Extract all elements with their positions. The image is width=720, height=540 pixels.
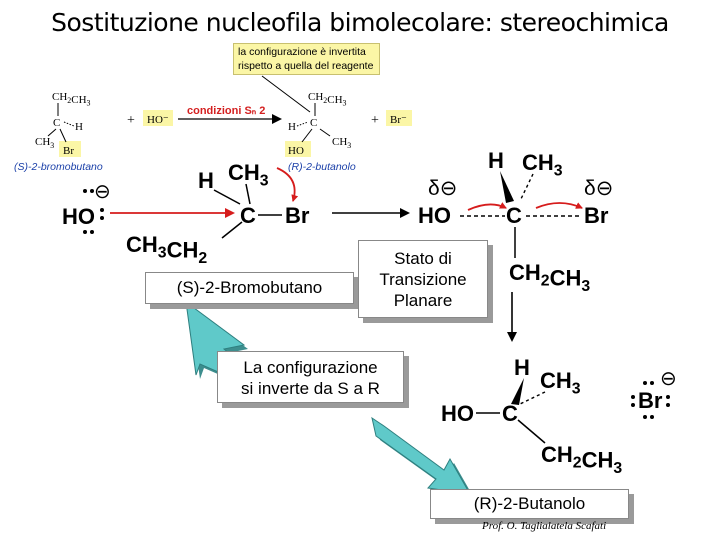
product-molecule: H CH3 HO C CH2CH3 Br ⊖ (441, 355, 677, 477)
reactant-ch3: CH3 (228, 160, 269, 190)
product-ch2ch3: CH2CH3 (541, 442, 622, 477)
page-title: Sostituzione nucleofila bimolecolare: st… (51, 8, 669, 37)
inversion-note: la configurazione è invertita rispetto a… (233, 43, 380, 75)
inversion-line-1: La configurazione (243, 358, 378, 377)
inversion-line-2: si inverte da S a R (241, 379, 380, 398)
transition-state-box: Stato di Transizione Planare (358, 240, 488, 318)
reactant-br: Br (285, 203, 310, 228)
inset-conditions: condizioni Sₙ 2 (187, 105, 265, 117)
inset-reactant-br: Br (63, 145, 74, 157)
inset-product-ch2ch3: CH2CH3 (308, 91, 347, 108)
inset-product-label: (R)-2-butanolo (288, 161, 356, 173)
product-h: H (514, 355, 530, 380)
ts-label-line-1: Stato di (394, 249, 452, 268)
inset-product-ch3: CH3 (332, 136, 351, 150)
product-c: C (502, 401, 518, 426)
reactant-c: C (240, 203, 256, 228)
inset-reactant-ch3: CH3 (35, 136, 54, 150)
inset-scheme: CH2CH3 C H CH3 Br (S)-2-bromobutano + HO… (14, 75, 412, 173)
product-ho: HO (441, 401, 474, 426)
note-line-1: la configurazione è invertita (238, 46, 366, 58)
inset-plus-1: + (127, 113, 135, 128)
note-line-2: rispetto a quella del reagente (238, 60, 374, 72)
reactant-ch3ch2: CH3CH2 (126, 232, 207, 267)
product-ch3: CH3 (540, 368, 581, 398)
ts-ch3: CH3 (522, 150, 563, 180)
inset-product-h: H (288, 121, 296, 133)
inset-leaving-group: Br⁻ (390, 114, 407, 126)
inset-product-ho: HO (288, 145, 304, 157)
reactant-h: H (198, 168, 214, 193)
product-name-box: (R)-2-Butanolo (430, 489, 629, 519)
ts-label-line-2: Transizione (379, 270, 467, 289)
ts-ho: HO (418, 203, 451, 228)
ts-ch2ch3: CH2CH3 (509, 260, 590, 295)
reactant-negative-charge-icon: ⊖ (94, 181, 111, 203)
inset-nucleophile: HO⁻ (147, 114, 169, 126)
ts-label-line-3: Planare (393, 291, 453, 310)
ts-delta-minus-left: δ⊖ (428, 177, 457, 200)
ts-delta-minus-right: δ⊖ (584, 177, 613, 200)
inset-reactant-ch2ch3: CH2CH3 (52, 91, 91, 108)
ts-c: C (506, 203, 522, 228)
inset-reactant-h: H (75, 121, 83, 133)
author-credit: Prof. O. Taglialatela Scafati (482, 520, 607, 532)
ts-h: H (488, 148, 504, 173)
reactant-name-box: (S)-2-Bromobutano (145, 272, 354, 304)
inset-plus-2: + (371, 113, 379, 128)
reactant-name-label: (S)-2-Bromobutano (176, 278, 323, 297)
inset-product-c: C (310, 117, 317, 129)
product-name-label: (R)-2-Butanolo (473, 494, 586, 513)
inset-reactant-c: C (53, 117, 60, 129)
reactant-ho: HO (62, 204, 95, 229)
bromide-negative-charge-icon: ⊖ (660, 368, 677, 390)
inversion-box: La configurazione si inverte da S a R (217, 351, 404, 403)
teal-arrow-to-product (371, 416, 474, 498)
ts-br: Br (584, 203, 609, 228)
reactant-molecule: HO ⊖ H CH3 C Br CH3CH2 (62, 160, 310, 267)
inset-reactant-label: (S)-2-bromobutano (14, 161, 103, 173)
product-bromide: Br (638, 388, 663, 413)
transition-state-molecule: δ⊖ HO H CH3 C δ⊖ Br CH2CH3 (418, 148, 613, 295)
